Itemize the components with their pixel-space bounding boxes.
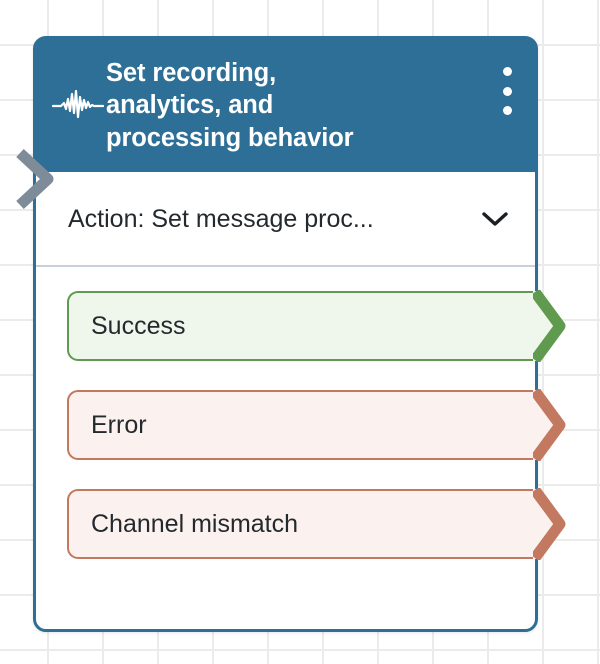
branch-row-channel-mismatch[interactable]: Channel mismatch [67, 486, 566, 562]
branch-label: Success [91, 312, 186, 340]
flow-node-card[interactable]: Set recording, analytics, and processing… [16, 36, 566, 632]
node-input-connector[interactable] [13, 148, 59, 210]
action-selector[interactable]: Action: Set message proc... [36, 172, 535, 265]
node-title: Set recording, analytics, and processing… [106, 59, 354, 152]
kebab-menu-icon[interactable] [492, 63, 522, 119]
action-label: Action: Set message proc... [68, 204, 374, 233]
branch-label: Error [91, 411, 147, 439]
node-body: Action: Set message proc... Success [36, 172, 566, 629]
branch-output-connector-success[interactable] [530, 288, 581, 364]
menu-dot [502, 67, 512, 76]
branch-body: Success [67, 291, 535, 361]
chevron-down-icon[interactable] [480, 204, 510, 234]
section-divider [36, 265, 535, 267]
node-header: Set recording, analytics, and processing… [36, 39, 535, 172]
branch-label: Channel mismatch [91, 510, 299, 538]
branch-body: Channel mismatch [67, 489, 535, 559]
branch-row-error[interactable]: Error [67, 387, 566, 463]
branch-body: Error [67, 390, 535, 460]
branch-list: Success Error [36, 267, 566, 562]
branch-output-connector-channel-mismatch[interactable] [530, 486, 581, 562]
menu-dot [502, 106, 512, 115]
menu-dot [502, 86, 512, 96]
branch-row-success[interactable]: Success [67, 288, 566, 364]
branch-output-connector-error[interactable] [530, 387, 581, 463]
audio-waveform-icon [50, 89, 106, 123]
